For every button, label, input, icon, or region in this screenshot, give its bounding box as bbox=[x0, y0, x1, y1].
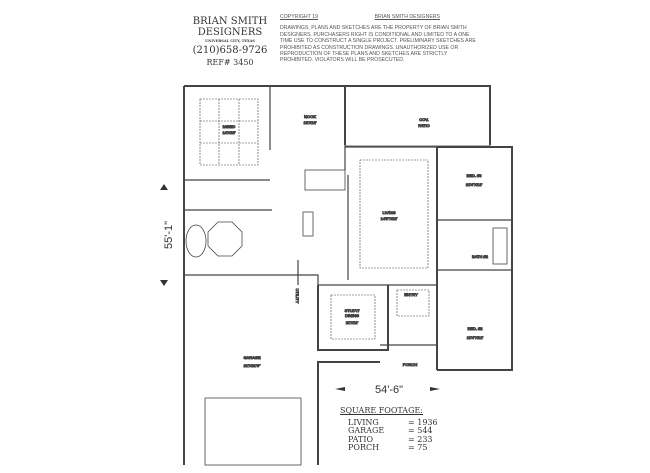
porch-label: PORCH bbox=[403, 362, 418, 367]
garage-label: GARAGE bbox=[243, 355, 260, 360]
company-phone: (210)658-9726 bbox=[192, 45, 268, 56]
patio-outline bbox=[344, 85, 491, 147]
living-size: 14'8"X22' bbox=[381, 216, 398, 221]
sqft-label: PATIO bbox=[348, 434, 374, 444]
bath-vanity bbox=[207, 221, 243, 257]
utility-label: UTILITY bbox=[295, 289, 300, 304]
dimension-width: 54'-6" bbox=[335, 384, 440, 396]
width-dimension: 54'-6" bbox=[375, 384, 403, 396]
reference-number: REF# 3450 bbox=[206, 58, 254, 67]
study-label-2: DINING bbox=[345, 313, 359, 318]
sqft-value: = 544 bbox=[408, 426, 433, 435]
mbed-label: M/BED bbox=[223, 124, 236, 129]
copyright-text: DRAWINGS, PLANS AND SKETCHES ARE THE PRO… bbox=[280, 25, 476, 64]
mbed-size: 14'X15' bbox=[222, 130, 235, 135]
copyright-label: COPYRIGHT 19 bbox=[280, 14, 318, 20]
bed2-label: BED. #2 bbox=[468, 326, 484, 331]
dimension-depth: 55'-1" bbox=[160, 184, 175, 286]
living-label: LIVING bbox=[382, 210, 395, 215]
garage-door bbox=[204, 397, 302, 466]
nook-label: NOOK bbox=[304, 114, 316, 119]
tray-ceiling-grid bbox=[199, 98, 259, 166]
living-ceiling bbox=[359, 159, 429, 269]
bed2-size: 11'4"X12' bbox=[467, 335, 484, 340]
bed3-size: 11'4"X12' bbox=[466, 182, 483, 187]
sqft-label: LIVING bbox=[348, 417, 379, 427]
copyright-notice: COPYRIGHT 19 BRIAN SMITH DESIGNERS DRAWIN… bbox=[280, 14, 480, 64]
sqft-row: GARAGE = 544 bbox=[340, 426, 438, 436]
sqft-row: LIVING = 1936 bbox=[340, 417, 438, 428]
study-label: STUDY/ bbox=[345, 308, 361, 313]
entry-label: ENTRY bbox=[404, 292, 418, 297]
patio-label: COV. bbox=[419, 117, 428, 122]
sqft-label: PORCH bbox=[348, 443, 380, 452]
designer-block: BRIAN SMITH DESIGNERS UNIVERSAL CITY, TE… bbox=[185, 16, 275, 67]
sqft-label: GARAGE bbox=[348, 426, 385, 435]
study-size: 11'X11' bbox=[346, 320, 359, 325]
nook-size: 12'X12' bbox=[303, 120, 316, 125]
patio-label-2: PATIO bbox=[418, 123, 429, 128]
square-footage-title: SQUARE FOOTAGE: bbox=[340, 406, 423, 415]
study-ceiling bbox=[330, 294, 376, 340]
bed3-label: BED. #3 bbox=[467, 173, 483, 178]
entry-ceiling bbox=[396, 289, 430, 317]
company-name-2: DESIGNERS bbox=[197, 27, 263, 38]
sqft-row: PATIO = 233 bbox=[340, 434, 438, 445]
sqft-value: = 233 bbox=[408, 434, 433, 444]
company-name-1: BRIAN SMITH bbox=[192, 16, 268, 27]
bath2-tub bbox=[492, 227, 508, 265]
copyright-company: BRIAN SMITH DESIGNERS bbox=[374, 14, 440, 20]
company-city: UNIVERSAL CITY, TEXAS bbox=[205, 39, 255, 43]
square-footage-table: SQUARE FOOTAGE: LIVING = 1936 GARAGE = 544… bbox=[340, 406, 438, 453]
sqft-row: PORCH = 75 bbox=[340, 443, 438, 453]
tub bbox=[185, 224, 207, 258]
sqft-value: = 1936 bbox=[408, 417, 438, 427]
kitchen-island bbox=[302, 211, 314, 237]
sqft-value: = 75 bbox=[408, 443, 428, 452]
depth-dimension: 55'-1" bbox=[163, 221, 175, 249]
garage-size: 21'X21'6" bbox=[244, 363, 261, 368]
room-labels: M/BED 14'X15' NOOK 12'X12' COV. PATIO LI… bbox=[222, 114, 489, 369]
bath2-label: BATH #2 bbox=[472, 254, 489, 259]
kitchen-counter bbox=[304, 169, 346, 191]
